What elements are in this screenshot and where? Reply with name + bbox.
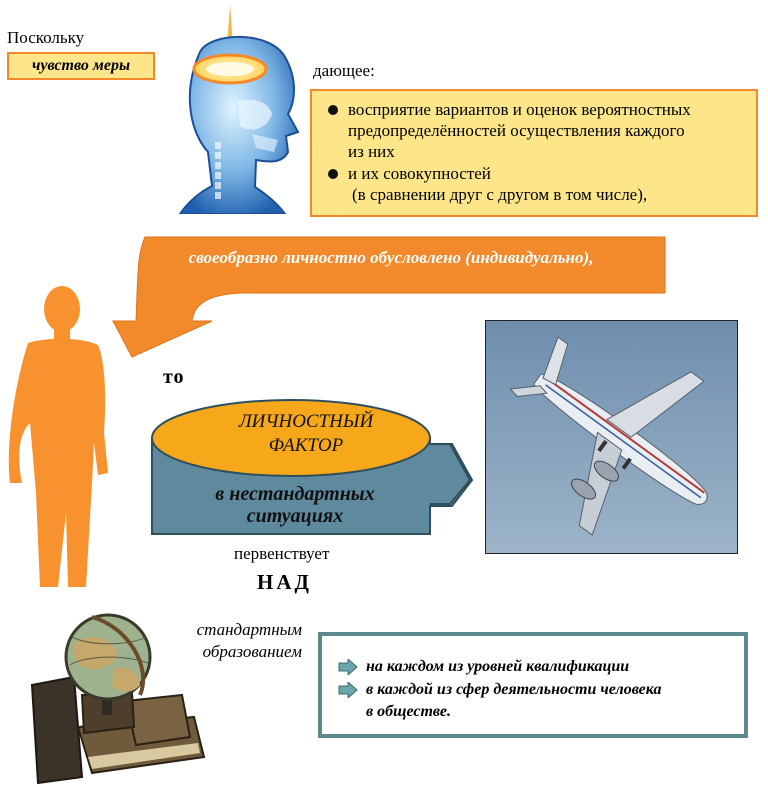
poskolku-label: Поскольку bbox=[7, 28, 85, 47]
perception-box: восприятие вариантов и оценок вероятност… bbox=[310, 89, 758, 217]
teal-item-2-line-1: в каждой из сфер деятельности человека bbox=[366, 681, 662, 698]
to-label: то bbox=[163, 366, 185, 388]
dayuschee-label: дающее: bbox=[313, 61, 375, 80]
teal-item-2: в каждой из сфер деятельности человека в… bbox=[338, 679, 661, 723]
teal-item-2-line-2: в обществе. bbox=[366, 703, 451, 720]
arrow-right-icon bbox=[338, 682, 358, 698]
teal-item-1: на каждом из уровней квалификации bbox=[338, 656, 629, 678]
airplane-icon bbox=[486, 321, 737, 553]
teal-item-1-line-1: на каждом из уровней квалификации bbox=[366, 658, 630, 675]
globe-on-books-illustration bbox=[30, 613, 206, 785]
nad-label: НАД bbox=[257, 570, 312, 594]
curved-arrow-shape bbox=[112, 236, 666, 358]
bullet-1-line-3: из них bbox=[348, 142, 395, 161]
bullet-1-line-2: предопределённостей осуществления каждог… bbox=[348, 121, 685, 140]
airplane-photo bbox=[485, 320, 738, 554]
bullet-dot-icon bbox=[328, 169, 338, 179]
nonstandard-line-1: в нестандартных bbox=[215, 483, 375, 505]
pervenstvuet-label: первенствует bbox=[234, 544, 330, 563]
standard-line-2: образованием bbox=[202, 642, 302, 661]
nonstandard-situations-label: в нестандартных ситуациях bbox=[160, 483, 430, 527]
person-silhouette-icon bbox=[8, 286, 108, 587]
personal-factor-cylinder bbox=[151, 399, 474, 535]
personal-factor-line-2: ФАКТОР bbox=[268, 435, 344, 456]
standard-education-label: стандартным образованием bbox=[162, 619, 302, 663]
qualification-box: на каждом из уровней квалификации в кажд… bbox=[318, 632, 748, 738]
bullet-1-line-1: восприятие вариантов и оценок вероятност… bbox=[348, 100, 691, 119]
bullet-item-2: и их совокупностей (в сравнении друг с д… bbox=[328, 163, 647, 205]
arrow-caption: своеобразно личностно обусловлено (индив… bbox=[188, 248, 594, 267]
standard-line-1: стандартным bbox=[196, 620, 302, 639]
bullet-2-line-1: и их совокупностей bbox=[348, 164, 491, 183]
arrow-right-icon bbox=[338, 659, 358, 675]
chuvstvo-mery-label: чувство меры bbox=[31, 57, 131, 74]
personal-factor-label: ЛИЧНОСТНЫЙ ФАКТОР bbox=[180, 410, 432, 458]
bullet-2-line-2: (в сравнении друг с другом в том числе), bbox=[352, 185, 648, 204]
bullet-item-1: восприятие вариантов и оценок вероятност… bbox=[328, 99, 691, 162]
chuvstvo-mery-box: чувство меры bbox=[7, 52, 155, 80]
personal-factor-line-1: ЛИЧНОСТНЫЙ bbox=[238, 411, 374, 432]
xray-head-illustration bbox=[178, 4, 300, 214]
bullet-dot-icon bbox=[328, 105, 338, 115]
nonstandard-line-2: ситуациях bbox=[246, 505, 344, 527]
